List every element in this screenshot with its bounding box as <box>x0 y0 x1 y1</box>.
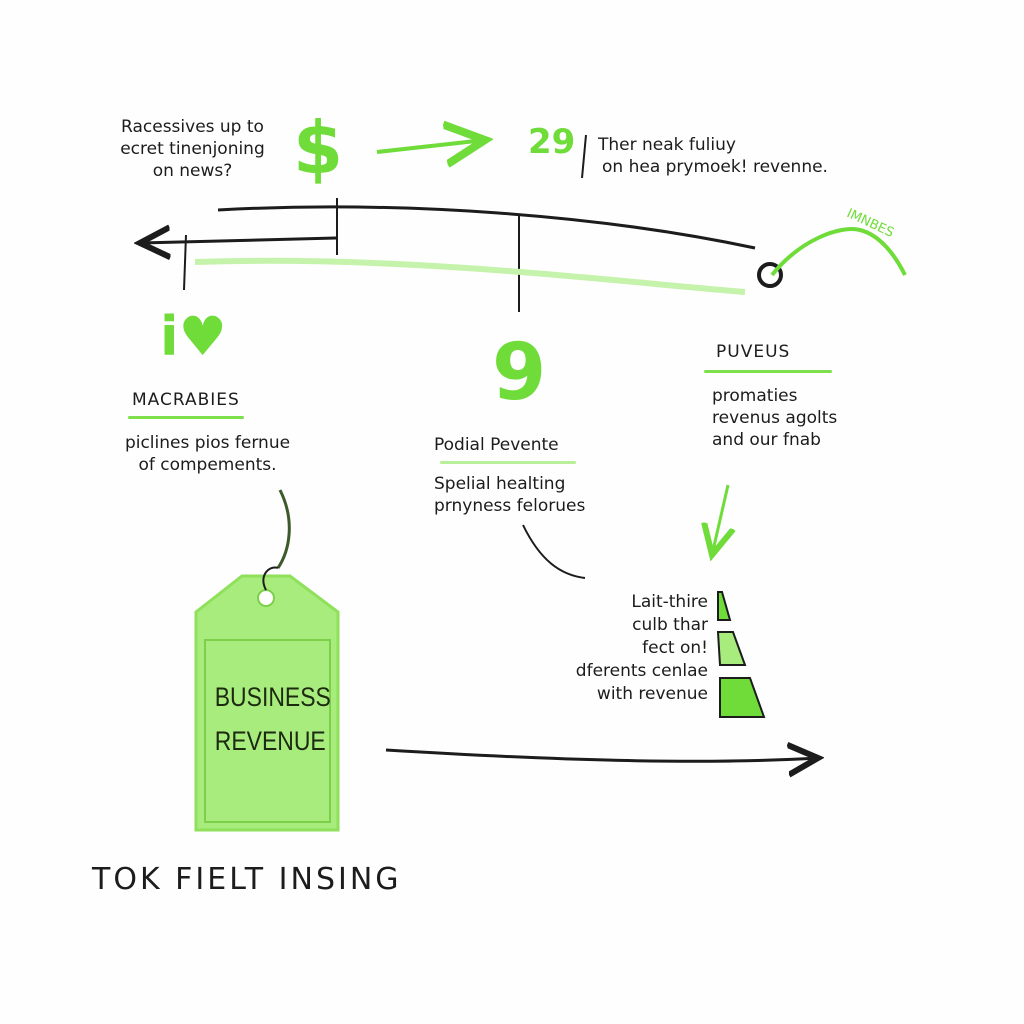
heart-icon: i♥ <box>160 305 227 368</box>
body-line: prnyness felorues <box>434 496 586 516</box>
green-arrow-down <box>712 484 728 555</box>
funnel-segment-2 <box>716 631 747 666</box>
dollar-icon: $ <box>293 106 344 190</box>
heading-underline <box>128 416 244 419</box>
top-left-note: Racessives up to ecret tinenjoning on ne… <box>100 116 285 182</box>
bottom-arrow <box>385 750 818 761</box>
column-heading: Podial Pevente <box>434 435 559 455</box>
timeline-left-arrow <box>140 238 337 243</box>
green-curl <box>770 227 907 277</box>
funnel-label: with revenue <box>596 684 708 704</box>
timeline-green <box>194 257 746 295</box>
funnel-label: culb thar <box>632 615 708 635</box>
body-line: and our fnab <box>712 430 821 450</box>
column-body: Spelial healting prnyness felorues <box>434 473 585 517</box>
tag-hole <box>257 589 275 607</box>
heading-underline <box>704 370 832 373</box>
funnel-label: Lait-thire <box>631 592 708 612</box>
body-line: Spelial healting <box>434 474 566 494</box>
heading-underline <box>440 461 576 464</box>
column-body: piclines pios fernue of compements. <box>105 432 310 476</box>
tag-line: BUSINESS <box>214 682 331 712</box>
column-heading: PUVEUS <box>716 342 791 362</box>
column-body: promaties revenus agolts and our fnab <box>712 385 837 451</box>
tag-line: REVENUE <box>214 726 326 756</box>
funnel-labels: Lait-thire culb thar fect on! dferents c… <box>576 591 708 706</box>
divider-stroke <box>581 134 587 179</box>
funnel-label: dferents cenlae <box>575 661 708 681</box>
column-heading: MACRABIES <box>132 390 240 410</box>
top-number: 29 <box>528 122 576 162</box>
note-line: on news? <box>152 161 233 181</box>
funnel-label: fect on! <box>642 638 708 658</box>
body-line: promaties <box>712 386 798 406</box>
timeline-top <box>217 205 756 250</box>
funnel-segment-1 <box>717 591 732 621</box>
funnel-segment-3 <box>719 677 766 718</box>
note-line: on hea prymoek! revenne. <box>602 157 828 177</box>
note-line: Ther neak fuliuy <box>598 135 736 155</box>
note-line: Racessives up to <box>121 117 264 137</box>
body-line: piclines pios fernue <box>124 433 291 453</box>
number-nine-icon: 9 <box>492 328 547 418</box>
footer-title: TOK FIELT INSING <box>92 862 402 897</box>
top-right-note: Ther neak fuliuy on hea prymoek! revenne… <box>598 134 828 178</box>
body-line: of compements. <box>138 455 277 475</box>
body-line: revenus agolts <box>712 408 838 428</box>
note-line: ecret tinenjoning <box>120 139 265 159</box>
curl-circle <box>757 262 783 288</box>
green-arrow-top <box>376 140 485 152</box>
tag-label: BUSINESS REVENUE <box>214 675 331 763</box>
